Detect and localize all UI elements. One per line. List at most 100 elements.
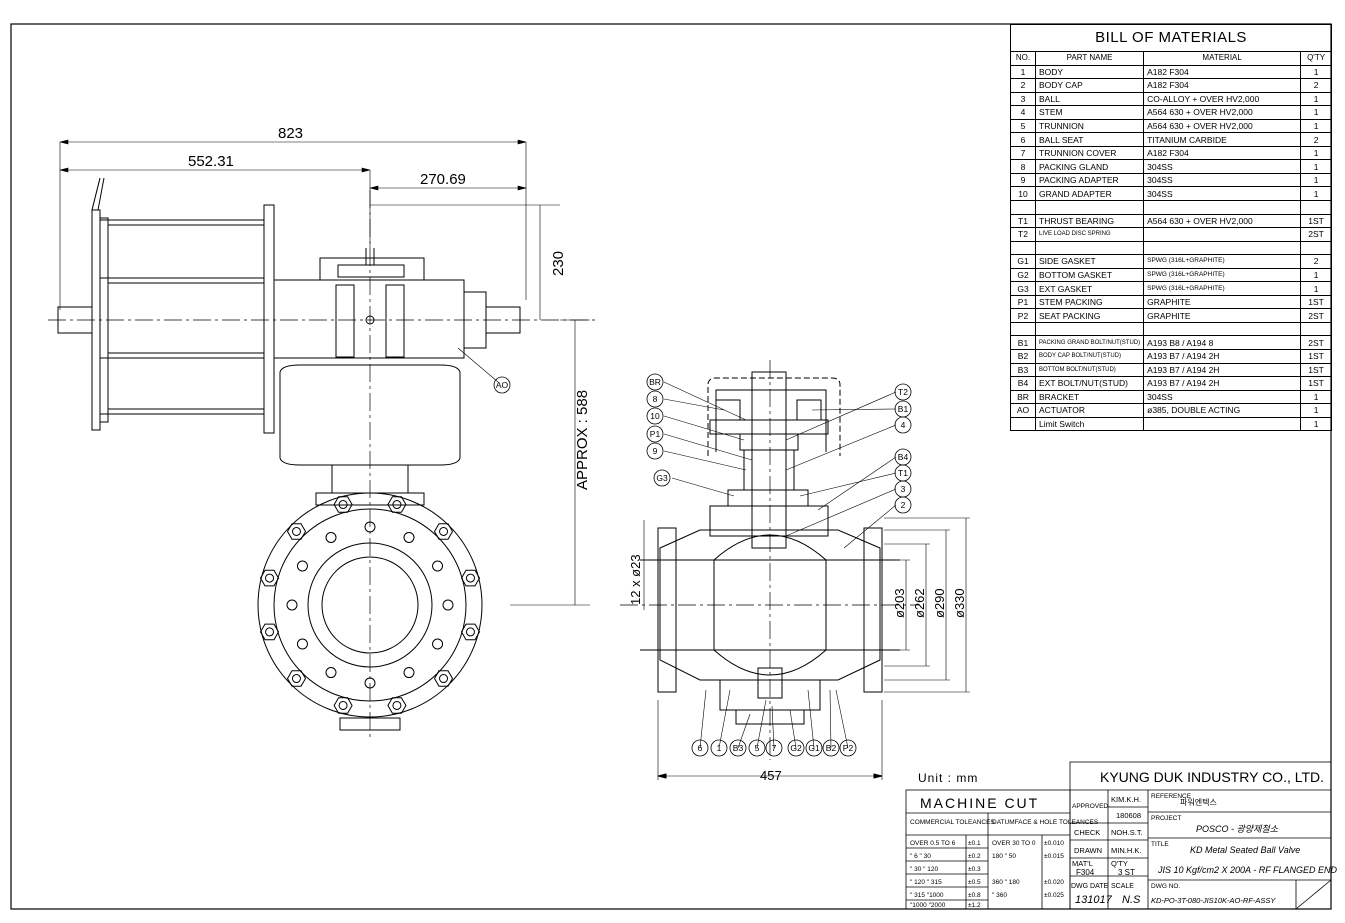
bom-cell-no: T2 <box>1010 227 1036 242</box>
inner-bolt-hole <box>325 531 337 543</box>
bom-cell-material: TITANIUM CARBIDE <box>1143 132 1302 147</box>
tolerance-cell: " 360 <box>992 892 1007 899</box>
bom-cell-material <box>1143 240 1302 256</box>
project-label: PROJECT <box>1151 815 1181 822</box>
bom-cell-part: BODY CAP <box>1034 78 1145 93</box>
tolerance-cell: ±1.2 <box>968 902 981 909</box>
bom-cell-material: SPWG (316L+GRAPHITE) <box>1143 281 1302 296</box>
flange-bolt <box>291 674 301 684</box>
unit-label: Unit : mm <box>918 771 979 785</box>
title-line1: KD Metal Seated Ball Valve <box>1190 845 1300 855</box>
section-view <box>620 360 970 780</box>
inner-bolt-hole <box>286 599 298 611</box>
bom-cell-material: ø385, DOUBLE ACTING <box>1143 403 1302 418</box>
tolerance-cell: ±0.010 <box>1044 840 1064 847</box>
bom-cell-qty: 2ST <box>1300 335 1332 351</box>
bom-cell-no <box>1010 416 1036 432</box>
dim-330: ø330 <box>952 588 967 618</box>
flange-nut <box>259 569 280 587</box>
bom-cell-part: LIVE LOAD DISC SPRING <box>1034 227 1145 242</box>
bom-cell-part: SIDE GASKET <box>1034 254 1145 269</box>
bom-row <box>1010 240 1332 256</box>
bom-cell-material: A182 F304 <box>1143 78 1302 93</box>
bom-cell-part: TRUNNION <box>1034 118 1145 134</box>
dwg-no-label: DWG NO. <box>1151 883 1180 890</box>
flange-nut <box>460 569 481 587</box>
bom-cell-material: A182 F304 <box>1143 145 1302 161</box>
balloon-9: 9 <box>653 446 658 456</box>
bom-header-qty: Q'TY <box>1300 51 1332 66</box>
balloon-t1: T1 <box>898 468 908 478</box>
bom-cell-qty: 2ST <box>1300 308 1332 323</box>
tolerance-cell: OVER 0.5 TO 6 <box>910 840 956 847</box>
bom-header-material: MATERIAL <box>1143 51 1302 66</box>
bom-cell-material: A193 B8 / A194 8 <box>1143 335 1302 351</box>
bom-cell-material: A564 630 + OVER HV2,000 <box>1143 118 1302 134</box>
bom-cell-qty: 1 <box>1300 118 1332 134</box>
bom-cell-qty: 2 <box>1300 78 1332 93</box>
bom-cell-qty: 2 <box>1300 254 1332 269</box>
balloon-2: 2 <box>901 500 906 510</box>
bom-cell-material <box>1143 227 1302 242</box>
balloon-1: 1 <box>717 743 722 753</box>
balloon-10: 10 <box>650 411 660 421</box>
bom-cell-no: 4 <box>1010 105 1036 120</box>
bom-cell-material: 304SS <box>1143 159 1302 174</box>
bom-cell-part: TRUNNION COVER <box>1034 145 1145 161</box>
balloon-6: 6 <box>698 743 703 753</box>
flange-nut <box>333 697 353 714</box>
dim-823: 823 <box>278 125 303 142</box>
bom-cell-material: SPWG (316L+GRAPHITE) <box>1143 267 1302 283</box>
qty-value: 3 ST <box>1118 868 1135 877</box>
bom-cell-qty: 1 <box>1300 91 1332 107</box>
tolerance-cell: ±0.3 <box>968 866 981 873</box>
dim-290: ø290 <box>932 588 947 618</box>
balloon-br: BR <box>649 377 661 387</box>
bom-cell-qty <box>1300 321 1332 337</box>
flange-bolt <box>291 526 301 536</box>
bom-cell-material <box>1143 321 1302 337</box>
balloon-t2: T2 <box>898 387 908 397</box>
balloon-b3: B3 <box>733 743 744 753</box>
bom-cell-no: G3 <box>1010 281 1036 296</box>
bom-cell-no: 8 <box>1010 159 1036 174</box>
sheet-border <box>10 23 1332 910</box>
bom-row <box>1010 321 1332 337</box>
bom-cell-qty: 1 <box>1300 267 1332 283</box>
inner-bolt-hole <box>296 638 308 650</box>
bom-cell-part: Limit Switch <box>1034 416 1145 432</box>
balloon-b2: B2 <box>826 743 837 753</box>
drawn-label: DRAWN <box>1074 846 1102 855</box>
bom-cell-qty: 1 <box>1300 281 1332 296</box>
matl-label: MAT'L <box>1072 859 1093 868</box>
flange-nut <box>286 523 307 540</box>
bom-cell-qty: 1 <box>1300 172 1332 188</box>
flange-nut <box>387 697 407 714</box>
bom-cell-part: BRACKET <box>1034 389 1145 405</box>
bom-cell-part: ACTUATOR <box>1034 403 1145 418</box>
bom-cell-material: SPWG (316L+GRAPHITE) <box>1143 254 1302 269</box>
company-name: KYUNG DUK INDUSTRY CO., LTD. <box>1100 769 1324 785</box>
flange-nut <box>286 670 307 687</box>
reference-value: 파워엔텍스 <box>1180 797 1217 807</box>
bom-cell-no: 7 <box>1010 145 1036 161</box>
balloon-4: 4 <box>901 420 906 430</box>
bom-cell-part: PACKING ADAPTER <box>1034 172 1145 188</box>
flange-bolt <box>338 500 348 510</box>
balloon-p1: P1 <box>650 429 661 439</box>
bom-cell-qty: 1ST <box>1300 349 1332 364</box>
bom-cell-no: B2 <box>1010 349 1036 364</box>
bom-cell-part: BODY CAP BOLT/NUT(STUD) <box>1034 349 1145 364</box>
drawn-name: MIN.H.K. <box>1111 846 1141 855</box>
balloon-8: 8 <box>653 394 658 404</box>
bom-cell-qty: 2ST <box>1300 227 1332 242</box>
bom-cell-no: BR <box>1010 389 1036 405</box>
